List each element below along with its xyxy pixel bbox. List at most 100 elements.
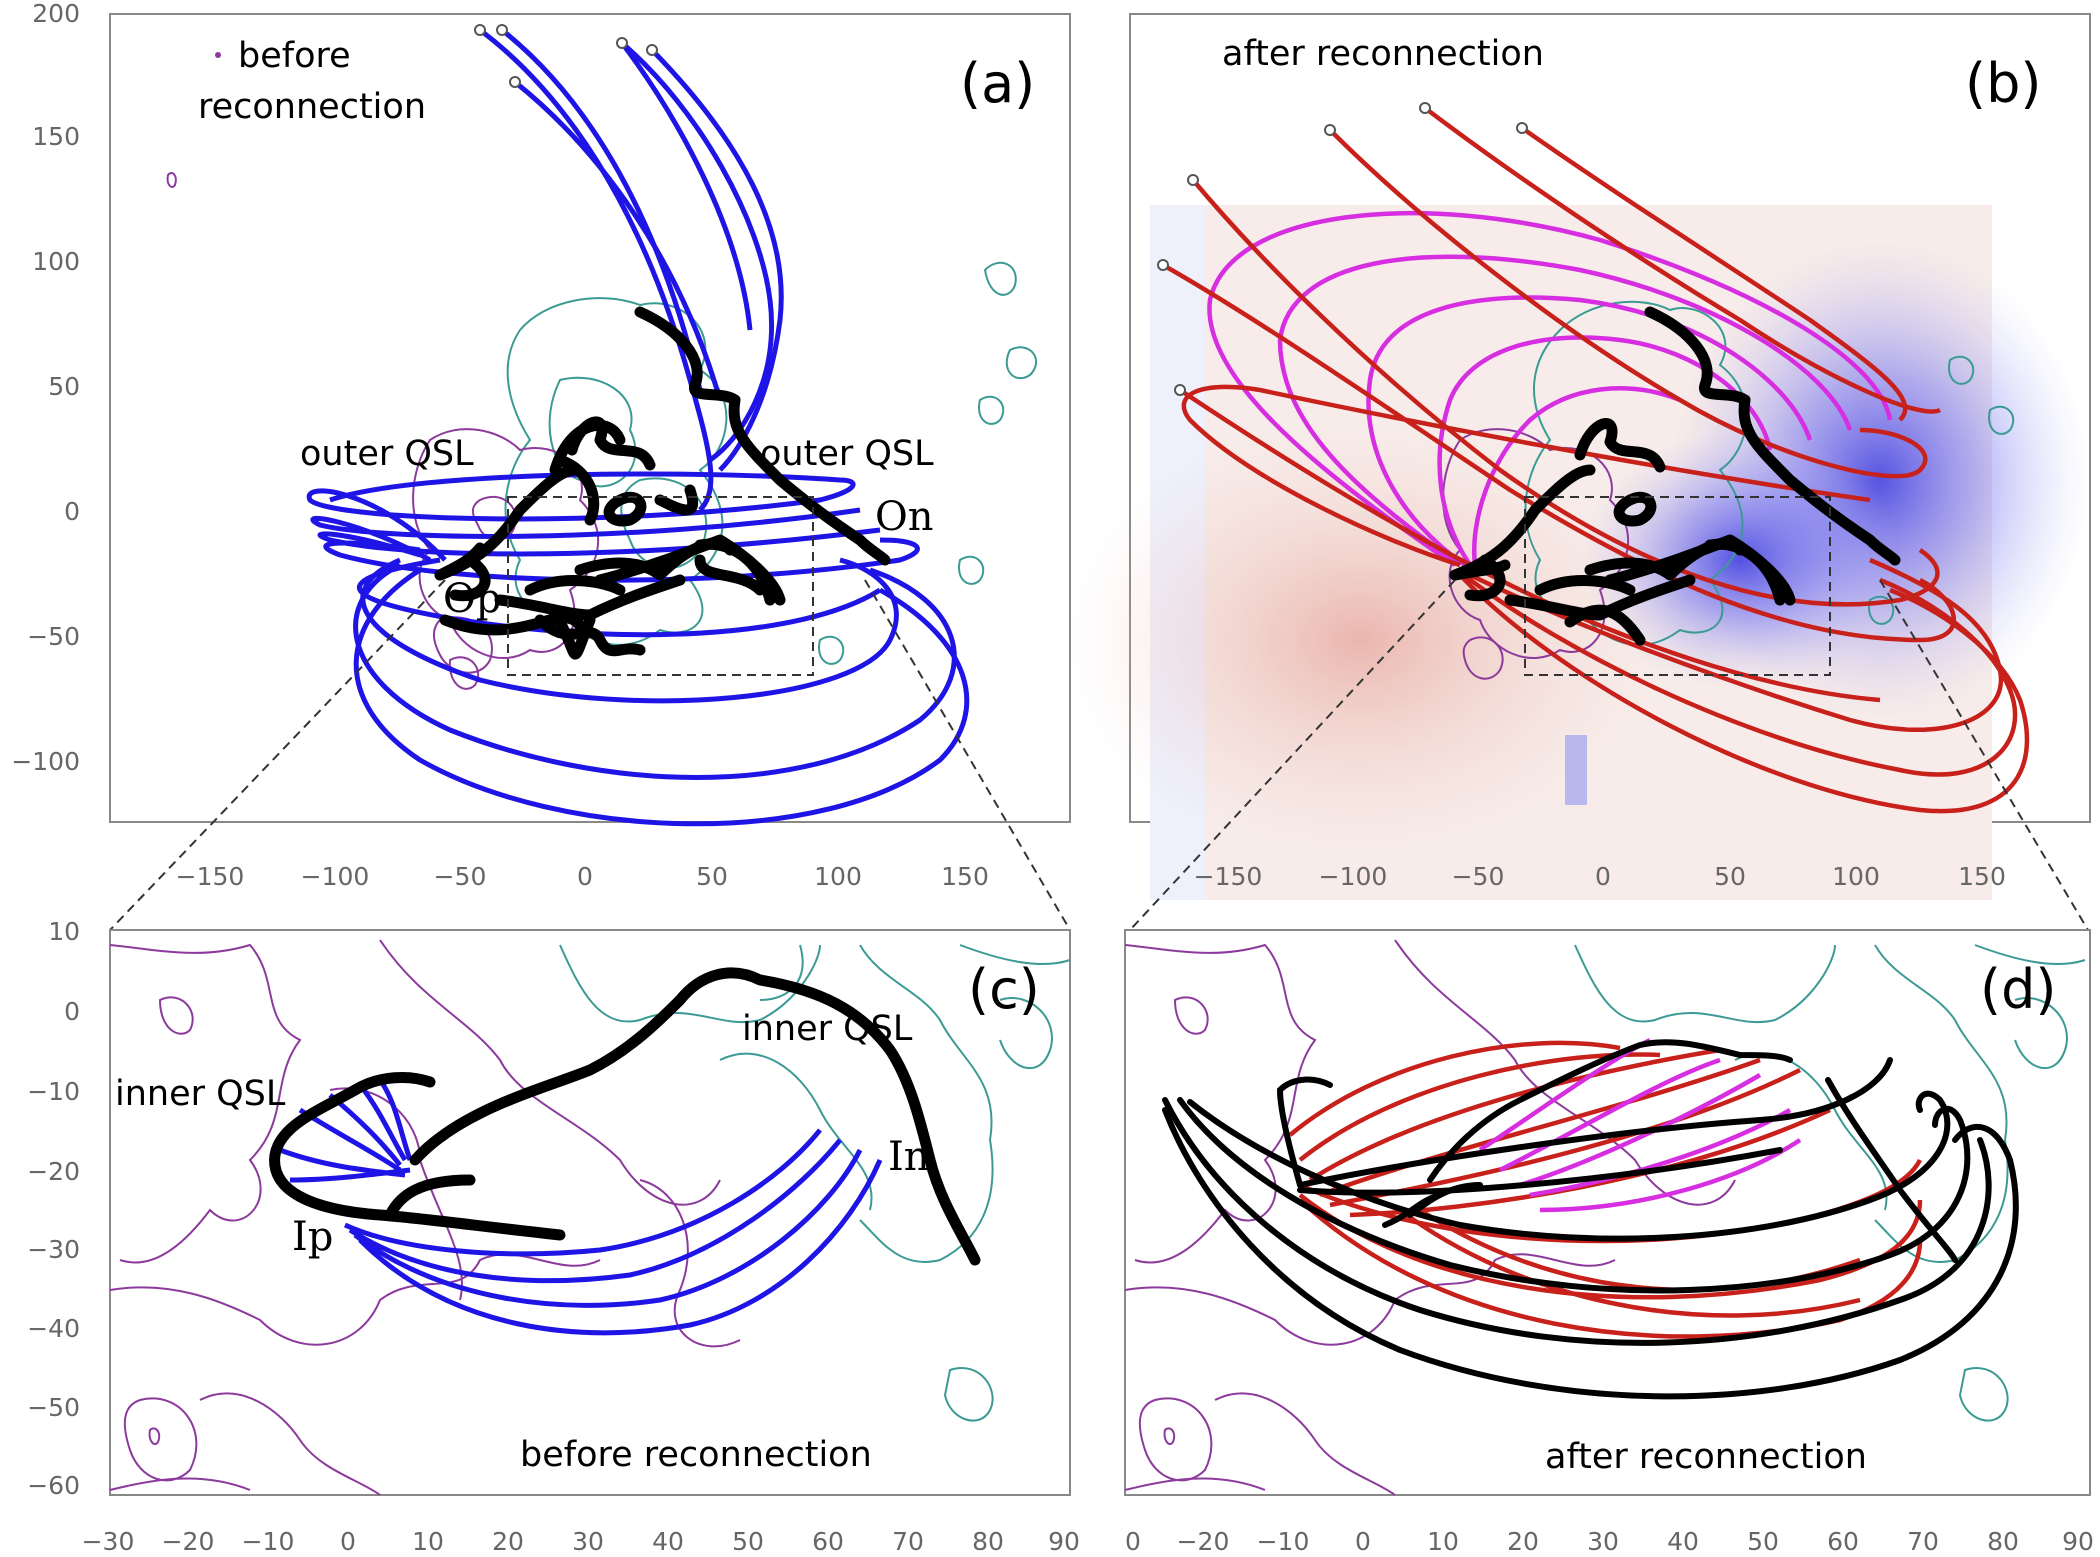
panel-b-footpoints [1157,102,1528,396]
panel-a-legend-marker [215,52,221,58]
panel-c-field-lines [279,1078,883,1336]
panel-c-xtick: 60 [812,1527,844,1556]
panel-d-xtick: 40 [1667,1527,1699,1556]
panel-b-xtick: −100 [1319,862,1388,891]
panel-a-qsl-traces [434,306,891,660]
panel-d-xtick: −10 [1257,1527,1310,1556]
panel-a-xtick: −150 [176,862,245,891]
panel-a: 200 150 100 50 0 −50 −100 −150 −100 −50 … [11,0,1071,891]
panel-b-zoom-box [1524,496,1831,676]
panel-c-xtick: 90 [1048,1527,1080,1556]
panel-d-frame [1124,929,2091,1496]
panel-d-xtick: 70 [1907,1527,1939,1556]
panel-d-qsl-traces [1276,1039,1958,1263]
panel-a-xtick: −50 [434,862,487,891]
panel-d-x-axis: 0 −20 −10 0 10 20 30 40 50 60 70 80 90 [1125,1527,2094,1556]
panel-a-xtick: 150 [941,862,989,891]
panel-d-xtick: 30 [1587,1527,1619,1556]
panel-c-xtick: −20 [162,1527,215,1556]
panel-b-xtick: 150 [1958,862,2006,891]
panel-b-xtick: −50 [1452,862,1505,891]
panel-b: −150 −100 −50 0 50 100 150 after reconne… [1060,13,2091,900]
panel-c-qsl-right-label: inner QSL [742,1009,913,1049]
panel-a-ytick: −50 [27,622,80,651]
panel-b-xtick: 0 [1595,862,1611,891]
panel-b-xtick: 100 [1832,862,1880,891]
panel-c-frame [109,929,1071,1496]
panel-b-red-glow [1060,420,1660,860]
panel-b-title: after reconnection [1222,34,1544,74]
panel-c-caption: before reconnection [520,1435,872,1475]
panel-c-ytick: −20 [27,1157,80,1186]
panel-c-xtick: 10 [412,1527,444,1556]
panel-b-xtick: 50 [1714,862,1746,891]
panel-a-y-axis: 200 150 100 50 0 −50 −100 [11,0,80,776]
panel-a-x-axis: −150 −100 −50 0 50 100 150 [176,862,989,891]
panel-c-ytick: −60 [27,1471,80,1500]
panel-c-xtick: 0 [340,1527,356,1556]
panel-c-xtick: 30 [572,1527,604,1556]
panel-a-label-p: Op [443,576,501,622]
panel-c: 10 0 −10 −20 −30 −40 −50 −60 −30 −20 −10… [27,917,1080,1556]
panel-c-ytick: −10 [27,1077,80,1106]
panel-a-tag: (a) [960,52,1035,115]
panel-b-tag: (b) [1965,52,2041,115]
panel-b-blue-glow-2 [1580,430,1900,690]
panel-a-label-n: On [875,494,934,540]
panel-c-xtick: 80 [972,1527,1004,1556]
panel-c-xtick: 50 [732,1527,764,1556]
panel-a-ytick: 0 [64,497,80,526]
panel-a-ytick: −100 [11,747,80,776]
panel-b-field-lines [1161,106,2030,814]
panel-c-xtick: 70 [892,1527,924,1556]
panel-c-xtick: 40 [652,1527,684,1556]
panel-d-xtick: 10 [1427,1527,1459,1556]
panel-d-xtick: 0 [1125,1527,1141,1556]
panel-a-qsl-right-label: outer QSL [760,434,934,474]
panel-d-xtick: 80 [1987,1527,2019,1556]
panel-d-xtick: 50 [1747,1527,1779,1556]
panel-b-xtick: −150 [1194,862,1263,891]
panel-d-field-lines [1288,1037,1923,1339]
panel-c-ytick: −40 [27,1314,80,1343]
panel-b-dark-streak [1565,735,1587,805]
panel-a-ytick: 100 [32,247,80,276]
panel-c-contours [109,939,1071,1496]
panel-a-frame [109,13,1071,823]
panel-a-field-lines [306,28,970,827]
panel-a-xtick: 0 [577,862,593,891]
panel-d-caption: after reconnection [1545,1437,1867,1477]
panel-a-legend-line1: before [238,36,351,76]
panel-d-xtick: 20 [1507,1527,1539,1556]
panel-d-xtick: 0 [1355,1527,1371,1556]
panel-a-ytick: 150 [32,122,80,151]
panel-a-ytick: 200 [32,0,80,28]
panel-a-xtick: 50 [696,862,728,891]
panel-c-label-p: Ip [292,1214,333,1260]
panel-a-qsl-left-label: outer QSL [300,434,474,474]
panel-d-black-field-lines [1162,1057,2019,1400]
panel-a-zoom-box [507,496,814,676]
panel-c-qsl-traces [269,967,981,1266]
panel-a-xtick: 100 [814,862,862,891]
panel-c-tag: (c) [968,958,1040,1021]
panel-c-y-axis: 10 0 −10 −20 −30 −40 −50 −60 [27,917,80,1500]
panel-b-qsl-traces [1449,306,1901,646]
panel-b-x-axis: −150 −100 −50 0 50 100 150 [1194,862,2006,891]
panel-d-xtick: 60 [1827,1527,1859,1556]
panel-c-label-n: In [888,1134,930,1180]
panel-a-xtick: −100 [301,862,370,891]
panel-c-x-axis: −30 −20 −10 0 10 20 30 40 50 60 70 80 90 [82,1527,1080,1556]
panel-c-ytick: 0 [64,997,80,1026]
panel-c-qsl-left-label: inner QSL [115,1074,286,1114]
panel-d-xtick: −20 [1177,1527,1230,1556]
panel-a-legend-line2: reconnection [198,87,426,127]
panel-c-ytick: 10 [48,917,80,946]
panel-c-ytick: −30 [27,1235,80,1264]
zoom-connectors [109,579,2089,931]
panel-c-xtick: −10 [242,1527,295,1556]
panel-d: 0 −20 −10 0 10 20 30 40 50 60 70 80 90 a… [1124,929,2094,1556]
panel-a-ytick: 50 [48,372,80,401]
panel-c-xtick: −30 [82,1527,135,1556]
